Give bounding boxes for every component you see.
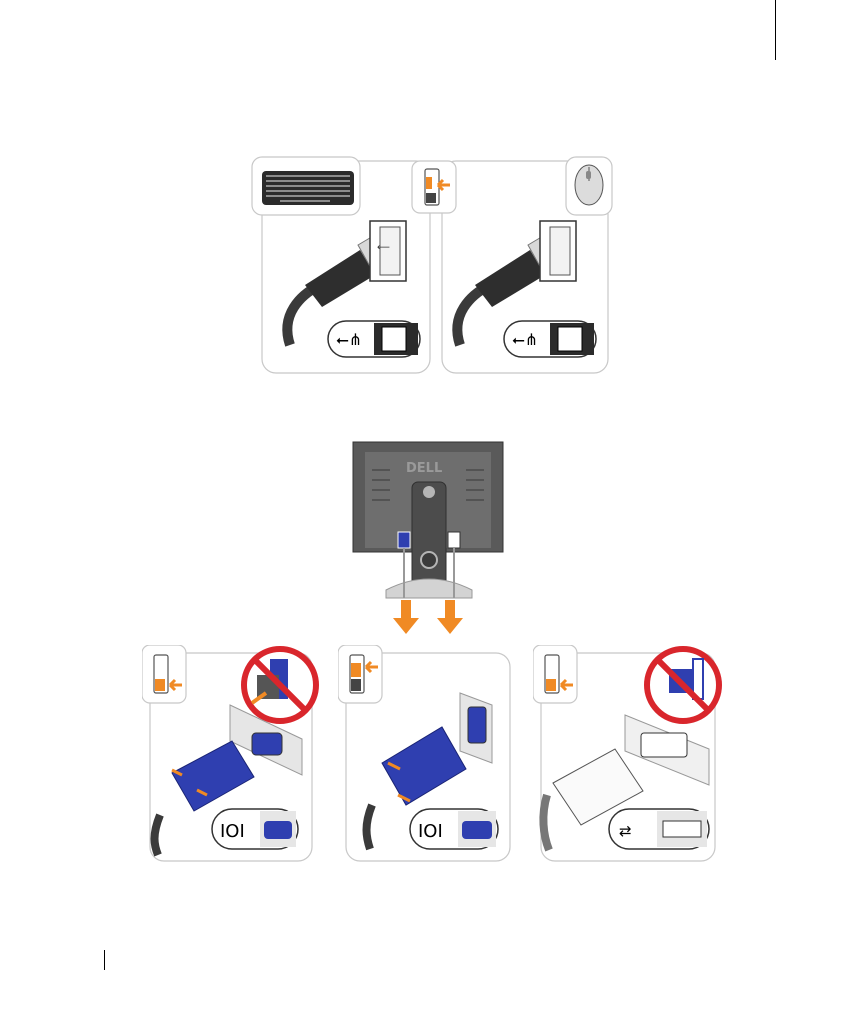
orange-arrow-icon [142,645,186,703]
prohibited-icon [647,649,719,721]
rear-panel-usb-location-icon [412,161,456,213]
keyboard-icon [252,157,360,215]
dvi-panel-prohibited: ⇄ [533,645,723,865]
usb-icon: ⭠⋔ [504,321,596,357]
svg-text:IOI: IOI [418,821,443,842]
usb-icon: ⭠⋔ [328,321,420,357]
vga-icon: IOI [410,809,498,849]
mouse-icon [566,157,612,215]
vga-panel-allowed: IOI [338,645,518,865]
orange-arrow-icon [533,645,577,703]
arrow-down-icon [393,600,473,640]
prohibited-icon [244,649,316,721]
usb-figure: ⟵ ⭠⋔ ⭠⋔ [250,155,615,380]
svg-text:⭠⋔: ⭠⋔ [336,330,362,349]
brand-logo: DELL [406,461,442,476]
vga-icon: IOI [212,809,298,849]
svg-text:⟵: ⟵ [377,243,390,253]
svg-text:IOI: IOI [220,821,245,842]
footer-margin-rule [104,950,105,970]
dvi-icon: ⇄ [609,809,709,849]
svg-text:⇄: ⇄ [619,822,632,840]
svg-text:⭠⋔: ⭠⋔ [512,330,538,349]
vga-panel-prohibited: IOI [142,645,322,865]
orange-arrow-icon [338,645,382,703]
top-margin-rule [775,0,776,60]
